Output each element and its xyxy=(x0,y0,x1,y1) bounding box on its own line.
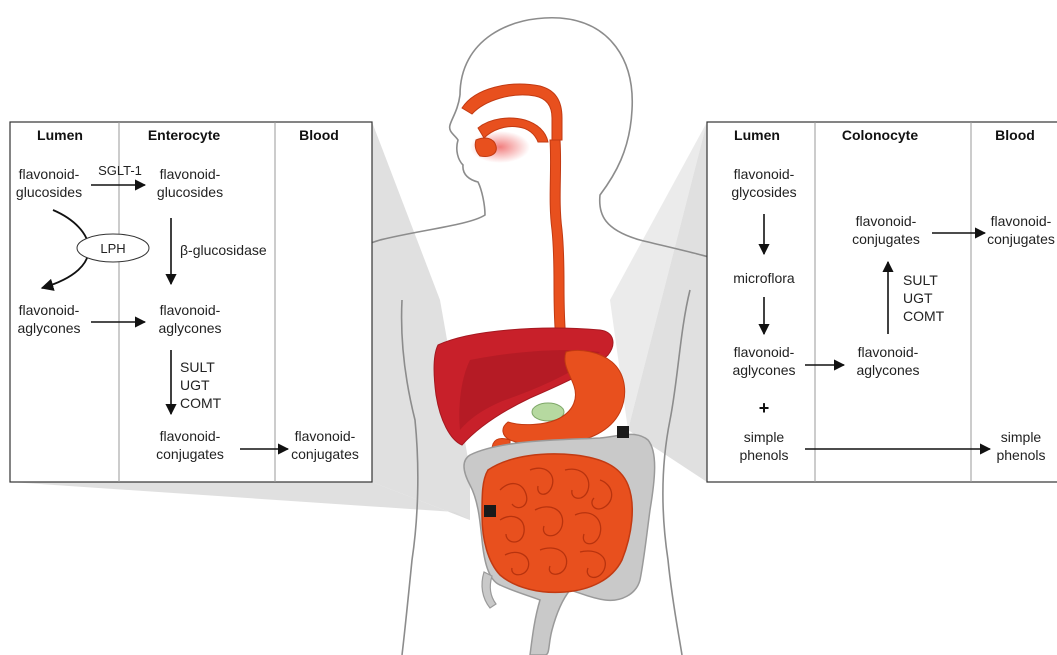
left-enzyme-comt: COMT xyxy=(180,395,222,411)
left-lumen-glucosides-l2: glucosides xyxy=(16,184,82,200)
colono-conjugates-l1: flavonoid- xyxy=(856,213,917,229)
small-intestine xyxy=(482,454,632,592)
lph-label: LPH xyxy=(100,241,125,256)
left-panel: Lumen Enterocyte Blood flavonoid- glucos… xyxy=(10,122,372,482)
left-header-enterocyte: Enterocyte xyxy=(148,127,221,143)
left-header-blood: Blood xyxy=(299,127,339,143)
right-simple-phenols-l1: simple xyxy=(744,429,785,445)
esophagus xyxy=(550,140,566,340)
entero-aglycones-l1: flavonoid- xyxy=(160,302,221,318)
right-blood-conjugates-l2: conjugates xyxy=(987,231,1055,247)
entero-conjugates-l2: conjugates xyxy=(156,446,224,462)
left-enzyme-sult: SULT xyxy=(180,359,215,375)
right-blood-conjugates-l1: flavonoid- xyxy=(991,213,1052,229)
right-blood-phenols-l1: simple xyxy=(1001,429,1042,445)
right-lumen-glycosides-l2: glycosides xyxy=(731,184,796,200)
left-blood-conjugates-l1: flavonoid- xyxy=(295,428,356,444)
left-lumen-aglycones-l2: aglycones xyxy=(17,320,80,336)
entero-glucosides-l1: flavonoid- xyxy=(160,166,221,182)
right-header-blood: Blood xyxy=(995,127,1035,143)
right-lumen-glycosides-l1: flavonoid- xyxy=(734,166,795,182)
right-lumen-aglycones-l2: aglycones xyxy=(732,362,795,378)
right-simple-phenols-l2: phenols xyxy=(739,447,788,463)
right-header-lumen: Lumen xyxy=(734,127,780,143)
right-enzyme-ugt: UGT xyxy=(903,290,933,306)
right-enzyme-sult: SULT xyxy=(903,272,938,288)
plus-sign: + xyxy=(759,398,770,418)
entero-conjugates-l1: flavonoid- xyxy=(160,428,221,444)
right-header-colonocyte: Colonocyte xyxy=(842,127,918,143)
marker-colon xyxy=(617,426,629,438)
right-blood-phenols-l2: phenols xyxy=(996,447,1045,463)
left-enzyme-ugt: UGT xyxy=(180,377,210,393)
colono-aglycones-l1: flavonoid- xyxy=(858,344,919,360)
left-header-lumen: Lumen xyxy=(37,127,83,143)
beta-glucosidase-label: β-glucosidase xyxy=(180,242,267,258)
entero-aglycones-l2: aglycones xyxy=(158,320,221,336)
entero-glucosides-l2: glucosides xyxy=(157,184,223,200)
right-panel: Lumen Colonocyte Blood flavonoid- glycos… xyxy=(707,122,1057,482)
left-lumen-glucosides-l1: flavonoid- xyxy=(19,166,80,182)
left-callout-wedge xyxy=(372,122,470,520)
right-enzyme-comt: COMT xyxy=(903,308,945,324)
left-blood-conjugates-l2: conjugates xyxy=(291,446,359,462)
microflora-label: microflora xyxy=(733,270,795,286)
colono-aglycones-l2: aglycones xyxy=(856,362,919,378)
colono-conjugates-l2: conjugates xyxy=(852,231,920,247)
left-lumen-aglycones-l1: flavonoid- xyxy=(19,302,80,318)
sglt-label: SGLT-1 xyxy=(98,163,142,178)
right-lumen-aglycones-l1: flavonoid- xyxy=(734,344,795,360)
marker-small-intestine xyxy=(484,505,496,517)
